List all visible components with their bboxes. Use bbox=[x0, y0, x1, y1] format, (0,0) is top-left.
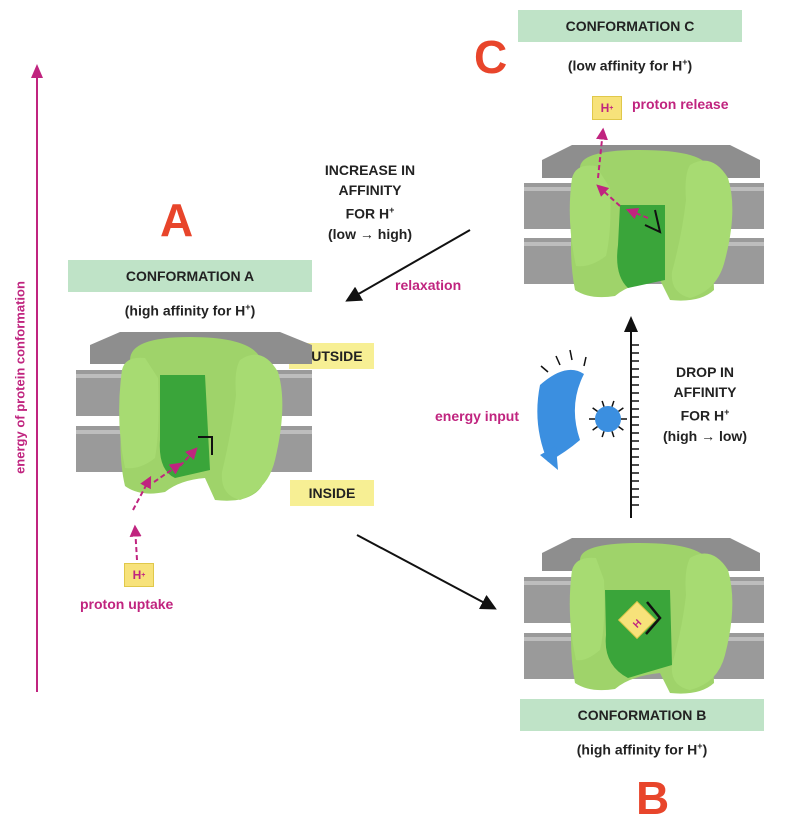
label-b: B bbox=[636, 772, 670, 824]
conformation-c-title: CONFORMATION C bbox=[518, 10, 742, 42]
protein-c bbox=[524, 145, 764, 301]
conformation-b-affinity: (high affinity for H+) bbox=[520, 741, 764, 758]
drop-line1: DROP IN bbox=[675, 364, 735, 380]
h-plus-tag-uptake: H+ bbox=[124, 563, 154, 587]
increase-line4: (low → high) bbox=[328, 225, 412, 242]
increase-affinity-label: INCREASE IN AFFINITY FOR H+ (low → high) bbox=[295, 160, 445, 244]
proton-path-c bbox=[596, 127, 649, 220]
affinity-sup: + bbox=[245, 302, 251, 312]
affinity-end: ) bbox=[702, 741, 708, 758]
energy-input-spikes bbox=[540, 349, 627, 438]
inside-tag: INSIDE bbox=[290, 480, 374, 506]
relaxation-arrow bbox=[345, 229, 471, 302]
protein-a bbox=[76, 332, 312, 501]
energy-axis bbox=[31, 64, 43, 692]
affinity-end: ) bbox=[250, 302, 256, 319]
label-c: C bbox=[474, 31, 508, 83]
h-plus-tag-release: H+ bbox=[592, 96, 622, 120]
conformation-a-title: CONFORMATION A bbox=[68, 260, 312, 292]
energy-input-label: energy input bbox=[435, 408, 520, 424]
affinity-sup: + bbox=[682, 57, 688, 67]
increase-sup: + bbox=[389, 205, 395, 215]
proton-path-a bbox=[129, 447, 198, 561]
energy-input-crescent bbox=[537, 369, 621, 470]
proton-uptake-label: proton uptake bbox=[80, 596, 174, 612]
h-sup: + bbox=[609, 104, 614, 112]
h-sup: + bbox=[141, 571, 146, 579]
affinity-text: (high affinity for H bbox=[124, 302, 246, 319]
drop-line2: AFFINITY bbox=[673, 384, 737, 400]
h-text: H bbox=[600, 101, 610, 115]
a-to-b-arrow bbox=[356, 534, 497, 610]
proton-release-label: proton release bbox=[632, 96, 729, 112]
increase-line1: INCREASE IN bbox=[324, 162, 416, 178]
affinity-text: (low affinity for H bbox=[567, 57, 683, 74]
relaxation-label: relaxation bbox=[395, 277, 462, 293]
increase-line3-wrap: FOR H+ bbox=[295, 200, 445, 224]
drop-line3-wrap: FOR H+ bbox=[645, 402, 765, 426]
affinity-text: (high affinity for H bbox=[576, 741, 698, 758]
conformation-b-title: CONFORMATION B bbox=[520, 699, 764, 731]
drop-line3: FOR H bbox=[680, 407, 725, 424]
ratchet-ticks bbox=[631, 344, 639, 506]
drop-sup: + bbox=[724, 407, 730, 417]
affinity-sup: + bbox=[697, 741, 703, 751]
h-text: H bbox=[132, 568, 142, 582]
affinity-end: ) bbox=[687, 57, 693, 74]
conformation-a-affinity: (high affinity for H+) bbox=[68, 302, 312, 319]
increase-line2: AFFINITY bbox=[338, 182, 402, 198]
label-a: A bbox=[160, 194, 194, 246]
increase-line3: FOR H bbox=[345, 205, 390, 222]
conformation-c-affinity: (low affinity for H+) bbox=[518, 57, 742, 74]
protein-b: H bbox=[524, 538, 764, 694]
drop-line4: (high → low) bbox=[663, 427, 747, 444]
drop-affinity-label: DROP IN AFFINITY FOR H+ (high → low) bbox=[645, 362, 765, 446]
